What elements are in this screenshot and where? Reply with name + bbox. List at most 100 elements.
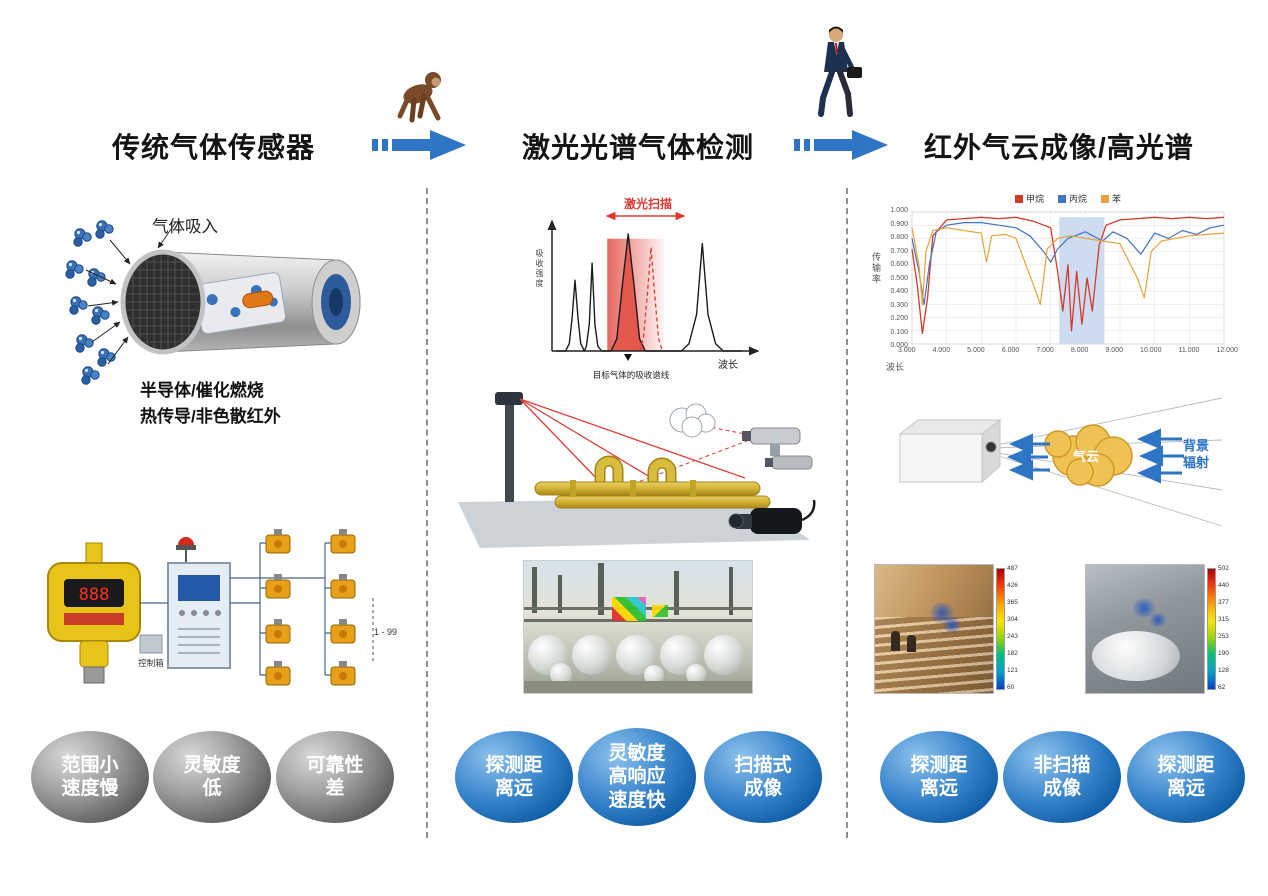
tick-label: 0.200 xyxy=(890,315,908,322)
text-line: 灵敏度 xyxy=(608,743,666,765)
column-title-traditional: 传统气体传感器 xyxy=(112,132,316,163)
tick-label: 315 xyxy=(1218,616,1229,623)
transmission-y-axis-label: 传输率 xyxy=(871,252,881,285)
fixed-ir-camera xyxy=(728,499,816,534)
legend-label: 苯 xyxy=(1112,194,1122,204)
gas-cloud-overlay xyxy=(1130,599,1158,617)
series-丙烷 xyxy=(911,222,1225,306)
temperature-colorbar xyxy=(1207,568,1216,690)
text-line: 成像 xyxy=(743,778,782,799)
storage-tank xyxy=(1092,631,1180,681)
tick-label: 487 xyxy=(1007,565,1018,572)
leak-cloud xyxy=(669,403,716,438)
evolution-arrow-1 xyxy=(372,130,466,160)
evolution-arrow-2 xyxy=(794,130,888,160)
tick-label: 4.000 xyxy=(932,347,951,354)
tick-label: 0.800 xyxy=(890,234,908,241)
transmission-series-group xyxy=(911,216,1225,335)
absorption-spectrum-chart: 激光扫描 吸收强度 波长 目标气体的吸收谱线 xyxy=(518,193,773,391)
series-苯 xyxy=(911,227,1225,306)
target-peak-marker xyxy=(624,354,632,361)
text-line: 探测距 xyxy=(910,754,968,776)
tick-label: 1.000 xyxy=(890,207,908,214)
tick-label: 11.000 xyxy=(1178,347,1200,354)
worker-figure xyxy=(891,631,900,651)
gas-detection-overlay-small xyxy=(652,605,668,617)
legend-label: 丙烷 xyxy=(1068,194,1087,204)
tick-label: 62 xyxy=(1218,684,1226,691)
tick-label: 121 xyxy=(1007,667,1018,674)
tick-label: 7.000 xyxy=(1036,347,1054,354)
sensor-cutaway xyxy=(195,272,287,335)
gas-molecules xyxy=(65,220,116,385)
advantage-bubble-ir-distance-1: 探测距离远 xyxy=(880,731,998,823)
tick-label: 440 xyxy=(1218,582,1229,589)
traditional-sensor-illustration xyxy=(65,220,361,385)
legend-item: 甲烷 xyxy=(1014,192,1044,205)
tick-label: 5.000 xyxy=(967,347,985,354)
drawback-bubble-range: 范围小速度慢 xyxy=(31,731,149,823)
column-divider-2 xyxy=(846,188,848,838)
series-甲烷 xyxy=(911,216,1225,335)
handheld-imager-1 xyxy=(742,427,801,456)
platform xyxy=(458,498,810,548)
storage-sphere xyxy=(704,635,744,675)
gas-detector-device: 888 xyxy=(47,542,141,684)
legend-item: 苯 xyxy=(1101,192,1121,205)
tick-label: 304 xyxy=(1007,616,1018,623)
spectrum-y-axis-label: 吸收强度 xyxy=(535,249,544,289)
tick-label: 60 xyxy=(1007,684,1015,691)
gas-cloud-imaging-scene: 气云 xyxy=(898,397,1223,527)
handheld-imager-2 xyxy=(765,455,813,470)
tick-label: 426 xyxy=(1007,582,1018,589)
column-title-infrared: 红外气云成像/高光谱 xyxy=(924,132,1194,163)
tick-label: 0.300 xyxy=(890,301,908,309)
drawback-bubble-sensitivity: 灵敏度低 xyxy=(153,731,271,823)
text-line: 差 xyxy=(325,778,345,799)
text-line: 速度慢 xyxy=(61,778,119,799)
text-line: 半导体/催化燃烧 xyxy=(140,381,264,400)
camera-lens xyxy=(985,441,997,453)
tick-label: 0.500 xyxy=(890,274,908,282)
text-line: 可靠性 xyxy=(306,754,364,776)
text-line: 离远 xyxy=(919,778,958,799)
refinery-ground xyxy=(524,681,752,693)
text-line: 高响应 xyxy=(608,766,666,788)
tick-label: 128 xyxy=(1218,667,1229,674)
alarm-system-illustration: 888 控制箱 xyxy=(47,528,397,686)
intake-label-pointer xyxy=(157,221,177,249)
tick-label: 0.900 xyxy=(890,220,908,228)
tick-label: 502 xyxy=(1218,565,1229,572)
tick-label: 190 xyxy=(1218,650,1229,657)
legend-item: 丙烷 xyxy=(1057,192,1087,205)
refinery-tower xyxy=(598,563,604,615)
drawback-bubble-reliability: 可靠性差 xyxy=(276,731,394,823)
text-line: 离远 xyxy=(1166,778,1205,799)
text-line: 背景 xyxy=(1183,438,1210,453)
background-radiation-label: 背景辐射 xyxy=(1183,438,1209,472)
text-line: 探测距 xyxy=(1157,754,1215,776)
laser-beams xyxy=(519,398,746,487)
background-radiation-arrows xyxy=(1137,428,1184,484)
gas-intake-label: 气体吸入 xyxy=(152,218,218,236)
text-line: 离远 xyxy=(494,778,533,799)
refinery-tower xyxy=(558,575,562,613)
controller-box-label: 控制箱 xyxy=(138,658,164,668)
emission-arrows-to-camera xyxy=(1007,433,1050,481)
heating-element xyxy=(242,290,274,309)
target-gas-annotation: 目标气体的吸收谱线 xyxy=(592,370,670,380)
tick-label: 3.000 xyxy=(898,347,916,354)
column-title-laser: 激光光谱气体检测 xyxy=(522,132,755,163)
laser-pole xyxy=(505,398,514,502)
gas-detection-overlay xyxy=(612,597,646,621)
storage-sphere-small xyxy=(686,664,706,684)
tick-label: 6.000 xyxy=(1001,347,1020,354)
gas-pipes xyxy=(534,455,771,509)
sensor-principles-text: 半导体/催化燃烧热传导/非色散红外 xyxy=(140,378,281,429)
tick-label: 12.000 xyxy=(1216,347,1238,354)
text-line: 热传导/非色散红外 xyxy=(140,406,281,426)
